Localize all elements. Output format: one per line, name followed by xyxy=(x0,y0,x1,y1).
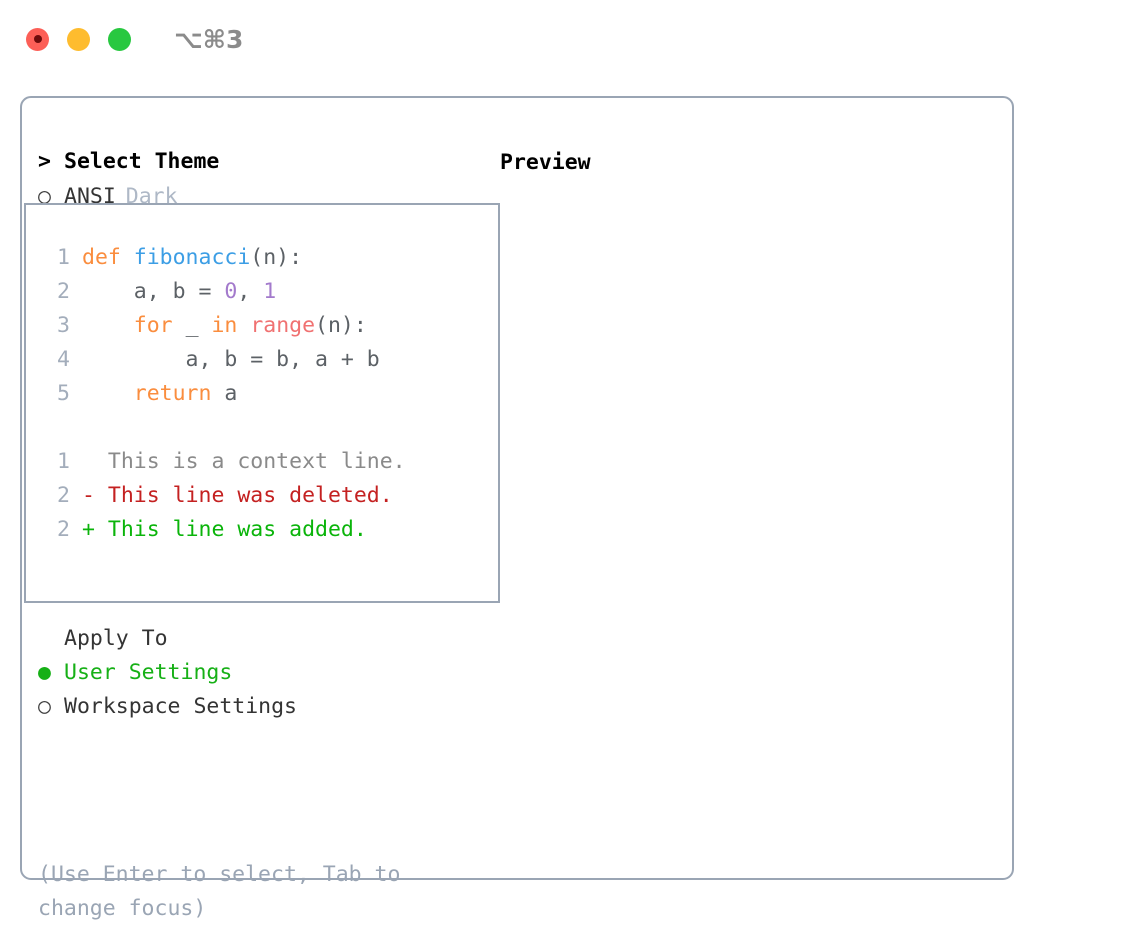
diff-line: 2- This line was deleted. xyxy=(40,479,498,513)
code-token-keyword: in xyxy=(211,313,238,338)
code-token-var xyxy=(82,381,134,406)
code-line-number: 3 xyxy=(57,313,70,338)
code-line-content: a, b = b, a + b xyxy=(82,343,380,377)
code-token-function: fibonacci xyxy=(133,245,251,270)
code-line-number: 1 xyxy=(57,245,70,270)
diff-gap xyxy=(95,513,108,547)
preview-column: Preview xyxy=(500,149,1000,183)
radio-unselected-icon[interactable]: ○ xyxy=(38,694,51,719)
code-token-var: a, b = xyxy=(82,279,225,304)
apply-to-option-label: Workspace Settings xyxy=(64,694,297,719)
apply-to-header: Apply To xyxy=(38,626,488,660)
diff-sign: + xyxy=(82,517,95,542)
radio-selected-icon[interactable]: ● xyxy=(38,660,51,685)
apply-to-option-label: User Settings xyxy=(64,660,233,685)
code-line: 1 def fibonacci(n): xyxy=(40,241,498,275)
code-line: 2 a, b = 0, 1 xyxy=(40,275,498,309)
minimize-button-icon[interactable] xyxy=(67,27,90,51)
code-line-content: def fibonacci(n): xyxy=(82,241,302,275)
code-line-number: 4 xyxy=(57,347,70,372)
code-token-var xyxy=(82,313,134,338)
code-token-number: 1 xyxy=(263,279,277,304)
code-line-content: return a xyxy=(82,377,238,411)
diff-line-number: 2 xyxy=(57,483,70,508)
diff-line: 2 + This line was added. xyxy=(40,513,498,547)
diff-line-text: This line was added. xyxy=(107,517,367,542)
diff-sign: - xyxy=(82,483,95,508)
code-token-var: _ xyxy=(172,313,212,338)
code-line: 5 return a xyxy=(40,377,498,411)
code-token-var: a, b = b, a + b xyxy=(82,347,380,372)
diff-sign xyxy=(82,445,95,479)
code-token-number: 0 xyxy=(224,279,238,304)
code-line-content: a, b = 0, 1 xyxy=(82,275,276,309)
code-line: 3 for _ in range(n): xyxy=(40,309,498,343)
apply-to-options: ● User Settings ○ Workspace Settings xyxy=(38,660,488,728)
diff-line-number: 2 xyxy=(57,517,70,542)
code-token-var xyxy=(237,313,250,338)
code-token-var: a xyxy=(211,381,238,406)
code-line: 4 a, b = b, a + b xyxy=(40,343,498,377)
keyboard-shortcut-label: ⌥⌘3 xyxy=(174,24,244,54)
apply-to-header-label: Apply To xyxy=(64,626,168,651)
radio-unselected-icon[interactable]: ○ xyxy=(38,184,51,209)
code-line-content: for _ in range(n): xyxy=(82,309,367,343)
close-button-icon[interactable] xyxy=(26,27,49,51)
code-token-builtin: range xyxy=(250,313,316,338)
code-token-keyword: for xyxy=(133,313,173,338)
code-token-keyword: def xyxy=(82,245,134,270)
diff-line-text: This is a context line. xyxy=(107,449,406,474)
code-line-number: 2 xyxy=(57,279,70,304)
code-token-punct: (n): xyxy=(250,245,303,270)
select-theme-header-label: Select Theme xyxy=(64,149,220,174)
diff-gap xyxy=(95,479,108,513)
keyboard-hint-text: (Use Enter to select, Tab to change focu… xyxy=(38,862,401,921)
maximize-button-icon[interactable] xyxy=(108,27,131,51)
code-diff-spacer xyxy=(40,411,498,445)
code-token-punct: (n): xyxy=(315,313,367,338)
select-theme-header: > Select Theme xyxy=(38,149,488,183)
apply-to-option[interactable]: ○ Workspace Settings xyxy=(38,694,488,728)
title-bar: ⌥⌘3 xyxy=(0,0,1140,78)
preview-title: Preview xyxy=(500,150,591,175)
code-token-keyword: return xyxy=(133,381,212,406)
code-line-number: 5 xyxy=(57,381,70,406)
diff-gap xyxy=(95,445,108,479)
window-controls xyxy=(26,27,131,51)
diff-sample: 1 This is a context line.2- This line wa… xyxy=(40,445,498,547)
diff-line: 1 This is a context line. xyxy=(40,445,498,479)
cursor-caret-icon: > xyxy=(38,149,51,174)
code-token-punct: , xyxy=(237,279,264,304)
diff-line-text: This line was deleted. xyxy=(107,483,393,508)
apply-to-option[interactable]: ● User Settings xyxy=(38,660,488,694)
diff-line-number: 1 xyxy=(57,449,70,474)
